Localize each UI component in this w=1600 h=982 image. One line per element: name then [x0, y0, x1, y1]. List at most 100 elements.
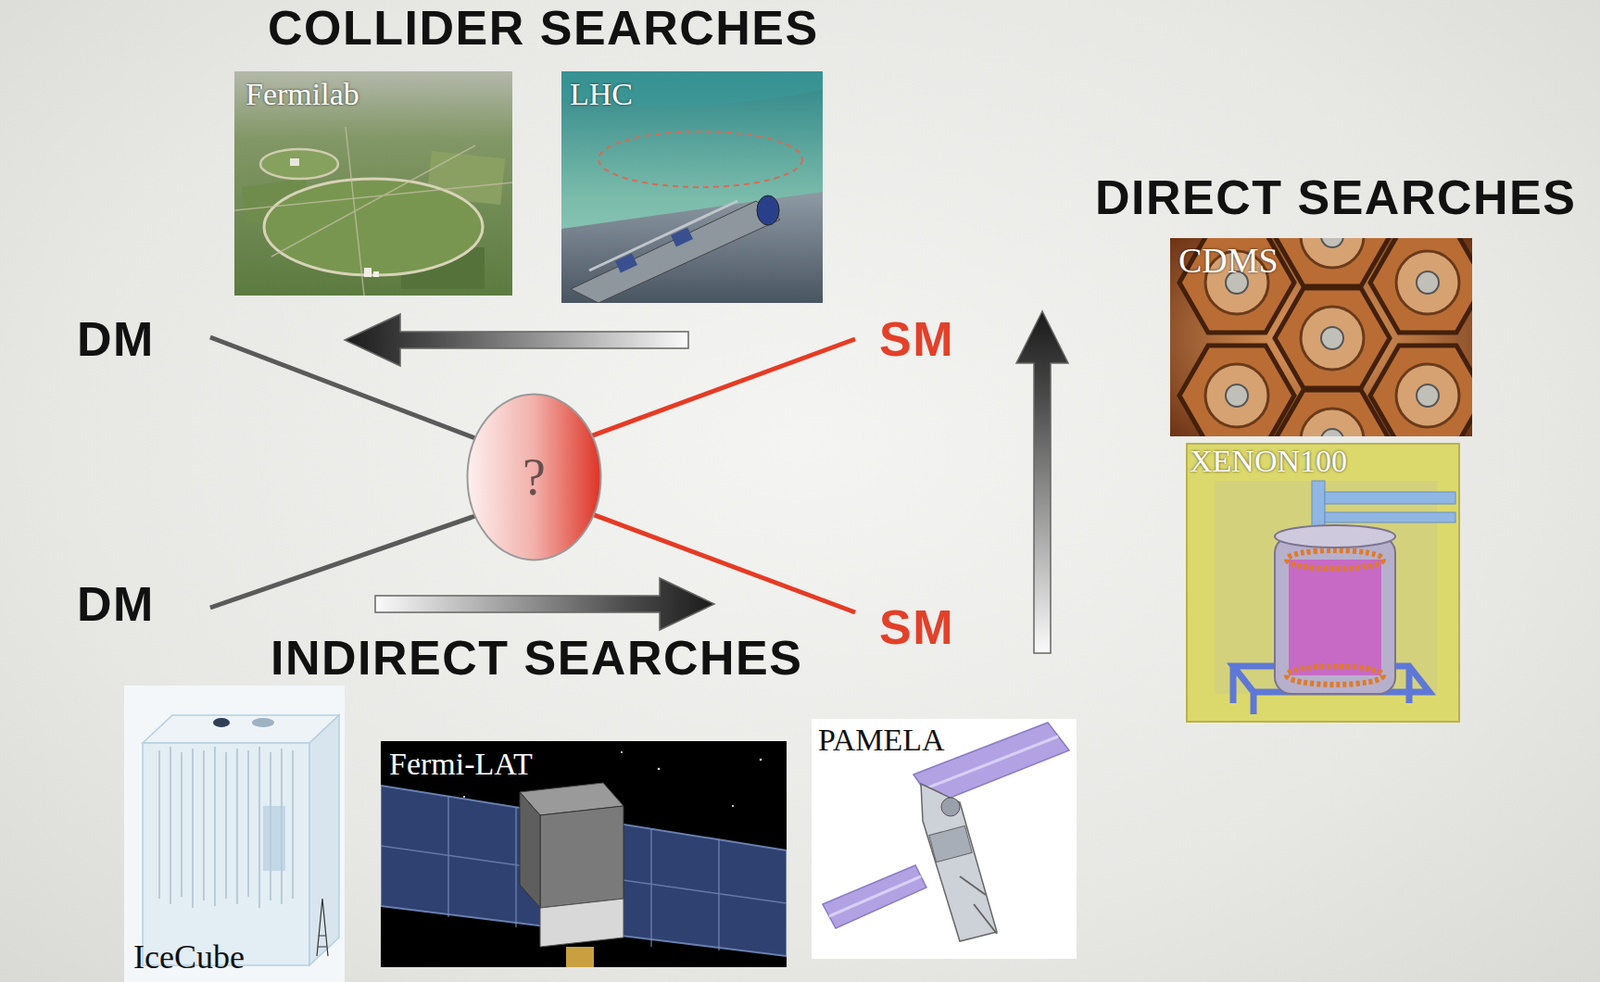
collider-arrow: [344, 314, 689, 366]
pamela-figure: [811, 718, 1077, 959]
fermilab-photo: [234, 71, 513, 296]
xenon100-figure: [1186, 443, 1460, 722]
icecube-figure: [124, 685, 345, 982]
lhc-photo: [570, 201, 781, 303]
pamela-figure: [811, 718, 1077, 959]
particle-label: DM: [76, 314, 211, 364]
indirect-arrow: [375, 578, 715, 630]
fermi-lat-figure: [380, 741, 787, 968]
fermi-lat-figure: [463, 795, 466, 798]
pamela-figure: [829, 876, 921, 917]
particle-name: DM: [76, 579, 155, 629]
fermi-lat-figure: [380, 796, 787, 951]
xenon100-figure: [1274, 536, 1396, 694]
photo-caption: XENON100: [1189, 443, 1457, 479]
lhc-photo: [561, 71, 823, 303]
direct-arrow: [1016, 311, 1069, 654]
fermilab-photo: [234, 71, 513, 296]
connector-line: [592, 339, 856, 436]
lhc-photo: [598, 131, 803, 188]
fermilab-photo: [264, 178, 483, 276]
icecube-figure: [263, 806, 286, 871]
photo-panel: XENON100: [1186, 443, 1460, 722]
connector-line: [210, 337, 476, 439]
pamela-figure: [959, 876, 997, 934]
particle-label: SM: [855, 314, 955, 364]
cdms-photo: [1274, 288, 1390, 389]
xenon100-figure: [1324, 512, 1456, 523]
photo-caption: IceCube: [133, 939, 345, 977]
direct-arrow: [1016, 311, 1069, 654]
cdms-photo: [1370, 238, 1473, 333]
fermi-lat-figure: [519, 792, 541, 908]
lhc-photo: [670, 226, 693, 247]
photo-panel: CDMS: [1170, 238, 1473, 437]
fermi-lat-figure: [759, 758, 762, 761]
icecube-figure: [251, 718, 275, 728]
pamela-figure: [941, 797, 960, 817]
pamela-figure: [920, 783, 997, 942]
icecube-figure: [213, 718, 230, 728]
xenon100-figure: [1288, 559, 1382, 676]
photo-panel: LHC: [561, 71, 823, 303]
fermilab-photo: [373, 271, 379, 278]
photo-panel: PAMELA: [811, 718, 1077, 959]
xenon100-figure: [1286, 550, 1384, 569]
photo-caption: CDMS: [1178, 241, 1464, 281]
photo-panel: Fermi-LAT: [380, 741, 787, 968]
pamela-figure: [929, 825, 972, 862]
fermi-lat-figure: [731, 805, 734, 807]
cdms-photo: [1370, 345, 1473, 437]
cdms-photo: [1179, 345, 1295, 437]
cdms-photo: [1170, 238, 1473, 437]
icecube-figure: [142, 715, 340, 744]
fermilab-photo: [260, 149, 339, 179]
pamela-figure: [822, 865, 927, 929]
photo-caption: Fermilab: [245, 76, 502, 112]
particle-name: DM: [76, 314, 155, 364]
section-heading: DIRECT SEARCHES: [1095, 173, 1576, 222]
lhc-photo: [561, 71, 823, 303]
particle-label: DM: [76, 579, 211, 629]
photo-panel: IceCube: [124, 685, 345, 982]
xenon100-figure: [1286, 666, 1384, 685]
section-heading: COLLIDER SEARCHES: [267, 3, 819, 52]
fermi-lat-figure: [540, 898, 624, 947]
photo-caption: PAMELA: [818, 722, 1071, 757]
collider-arrow: [344, 314, 689, 366]
fermi-lat-figure: [540, 806, 624, 908]
connector-line: [593, 515, 856, 613]
icecube-figure: [159, 746, 293, 908]
xenon100-figure: [1274, 525, 1396, 548]
particle-name: SM: [879, 314, 955, 364]
unknown-mark: ?: [522, 451, 546, 504]
fermilab-photo: [364, 267, 372, 278]
lhc-photo: [756, 195, 780, 226]
photo-caption: Fermi-LAT: [389, 746, 779, 782]
lhc-photo: [561, 191, 823, 303]
photo-panel: Fermilab: [234, 71, 513, 296]
indirect-arrow: [375, 578, 715, 630]
interaction-blob: ?: [466, 392, 603, 562]
fermilab-photo: [234, 126, 513, 296]
cdms-photo: [1274, 238, 1390, 287]
cdms-photo: [1274, 390, 1390, 437]
fermi-lat-figure: [380, 785, 787, 957]
fermi-lat-figure: [566, 946, 594, 968]
icecube-figure: [309, 715, 340, 966]
particle-name: SM: [879, 603, 955, 652]
icecube-figure: [124, 685, 345, 982]
fermi-lat-figure: [380, 741, 787, 968]
particle-label: SM: [855, 603, 955, 652]
fermilab-photo: [289, 158, 300, 166]
photo-caption: LHC: [569, 76, 815, 112]
ellipse-outline: [467, 394, 602, 561]
fermi-lat-figure: [380, 741, 787, 968]
xenon100-figure: [1186, 443, 1460, 722]
connector-line: [210, 516, 476, 608]
lhc-photo: [561, 71, 823, 303]
lhc-photo: [615, 252, 638, 273]
xenon100-figure: [1324, 491, 1456, 504]
